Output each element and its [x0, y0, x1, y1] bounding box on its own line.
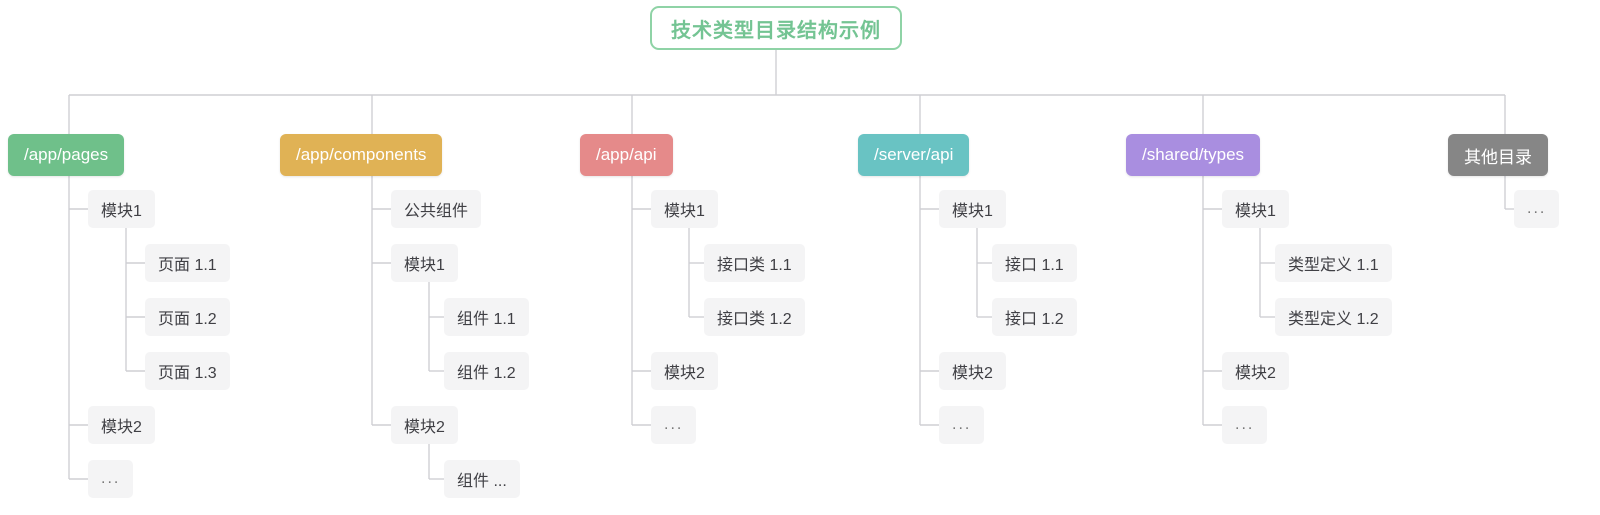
- tree-leaf-接口类-1-1[interactable]: 接口类 1.1: [704, 244, 805, 282]
- tree-node-label: 模块1: [952, 203, 993, 220]
- category-label: /app/pages: [24, 145, 109, 164]
- tree-node-模块1[interactable]: 模块1: [391, 244, 458, 282]
- tree-node-label: ...: [1235, 416, 1255, 433]
- category-label: /server/api: [874, 145, 954, 164]
- tree-leaf-label: 页面 1.1: [158, 257, 217, 274]
- category-label: /shared/types: [1142, 145, 1245, 164]
- tree-leaf-label: 接口类 1.1: [717, 257, 792, 274]
- tree-leaf-页面-1-3[interactable]: 页面 1.3: [145, 352, 230, 390]
- tree-node-dots[interactable]: ...: [651, 406, 697, 444]
- category-label: /app/components: [296, 145, 427, 164]
- category-chip-server-api[interactable]: /server/api: [858, 134, 970, 176]
- tree-leaf-接口-1-1[interactable]: 接口 1.1: [992, 244, 1077, 282]
- tree-node-模块2[interactable]: 模块2: [88, 406, 155, 444]
- tree-node-模块2[interactable]: 模块2: [939, 352, 1006, 390]
- category-label: 其他目录: [1464, 147, 1532, 167]
- tree-node-模块2[interactable]: 模块2: [1222, 352, 1289, 390]
- tree-node-dots[interactable]: ...: [1222, 406, 1268, 444]
- tree-node-模块1[interactable]: 模块1: [651, 190, 718, 228]
- tree-leaf-label: 组件 1.2: [457, 365, 516, 382]
- tree-node-label: 模块1: [404, 257, 445, 274]
- tree-node-label: 模块1: [664, 203, 705, 220]
- tree-node-label: 模块1: [101, 203, 142, 220]
- tree-leaf-label: 接口 1.2: [1005, 311, 1064, 328]
- tree-node-label: ...: [1527, 200, 1547, 217]
- category-chip-shared-types[interactable]: /shared/types: [1126, 134, 1261, 176]
- tree-leaf-组件-1-2[interactable]: 组件 1.2: [444, 352, 529, 390]
- tree-leaf-类型定义-1-1[interactable]: 类型定义 1.1: [1275, 244, 1392, 282]
- tree-node-dots[interactable]: ...: [939, 406, 985, 444]
- tree-node-dots[interactable]: ...: [88, 460, 134, 498]
- tree-node-label: 模块2: [1235, 365, 1276, 382]
- tree-node-label: ...: [664, 416, 684, 433]
- tree-node-label: 模块2: [404, 419, 445, 436]
- tree-node-模块1[interactable]: 模块1: [939, 190, 1006, 228]
- tree-node-label: ...: [101, 470, 121, 487]
- tree-leaf-组件[interactable]: 组件 ...: [444, 460, 520, 498]
- tree-node-模块2[interactable]: 模块2: [391, 406, 458, 444]
- tree-leaf-接口类-1-2[interactable]: 接口类 1.2: [704, 298, 805, 336]
- diagram-title: 技术类型目录结构示例: [650, 6, 902, 50]
- category-chip-其他目录[interactable]: 其他目录: [1448, 134, 1548, 176]
- tree-leaf-组件-1-1[interactable]: 组件 1.1: [444, 298, 529, 336]
- tree-leaf-label: 类型定义 1.1: [1288, 257, 1379, 274]
- category-chip-app-pages[interactable]: /app/pages: [8, 134, 125, 176]
- tree-leaf-label: 接口类 1.2: [717, 311, 792, 328]
- tree-node-label: 模块2: [101, 419, 142, 436]
- tree-node-label: ...: [952, 416, 972, 433]
- tree-leaf-页面-1-1[interactable]: 页面 1.1: [145, 244, 230, 282]
- tree-node-label: 公共组件: [404, 203, 469, 220]
- tree-node-dots[interactable]: ...: [1514, 190, 1560, 228]
- tree-node-label: 模块2: [664, 365, 705, 382]
- tree-leaf-label: 组件 1.1: [457, 311, 516, 328]
- tree-node-公共组件[interactable]: 公共组件: [391, 190, 482, 228]
- tree-leaf-label: 接口 1.1: [1005, 257, 1064, 274]
- tree-node-模块1[interactable]: 模块1: [1222, 190, 1289, 228]
- tree-node-模块2[interactable]: 模块2: [651, 352, 718, 390]
- category-chip-app-components[interactable]: /app/components: [280, 134, 443, 176]
- tree-leaf-页面-1-2[interactable]: 页面 1.2: [145, 298, 230, 336]
- category-chip-app-api[interactable]: /app/api: [580, 134, 673, 176]
- tree-leaf-类型定义-1-2[interactable]: 类型定义 1.2: [1275, 298, 1392, 336]
- tree-leaf-label: 页面 1.3: [158, 365, 217, 382]
- tree-node-label: 模块1: [1235, 203, 1276, 220]
- tree-leaf-label: 组件 ...: [457, 473, 507, 490]
- tree-node-label: 模块2: [952, 365, 993, 382]
- tree-leaf-接口-1-2[interactable]: 接口 1.2: [992, 298, 1077, 336]
- tree-leaf-label: 类型定义 1.2: [1288, 311, 1379, 328]
- tree-node-模块1[interactable]: 模块1: [88, 190, 155, 228]
- tree-leaf-label: 页面 1.2: [158, 311, 217, 328]
- category-label: /app/api: [596, 145, 657, 164]
